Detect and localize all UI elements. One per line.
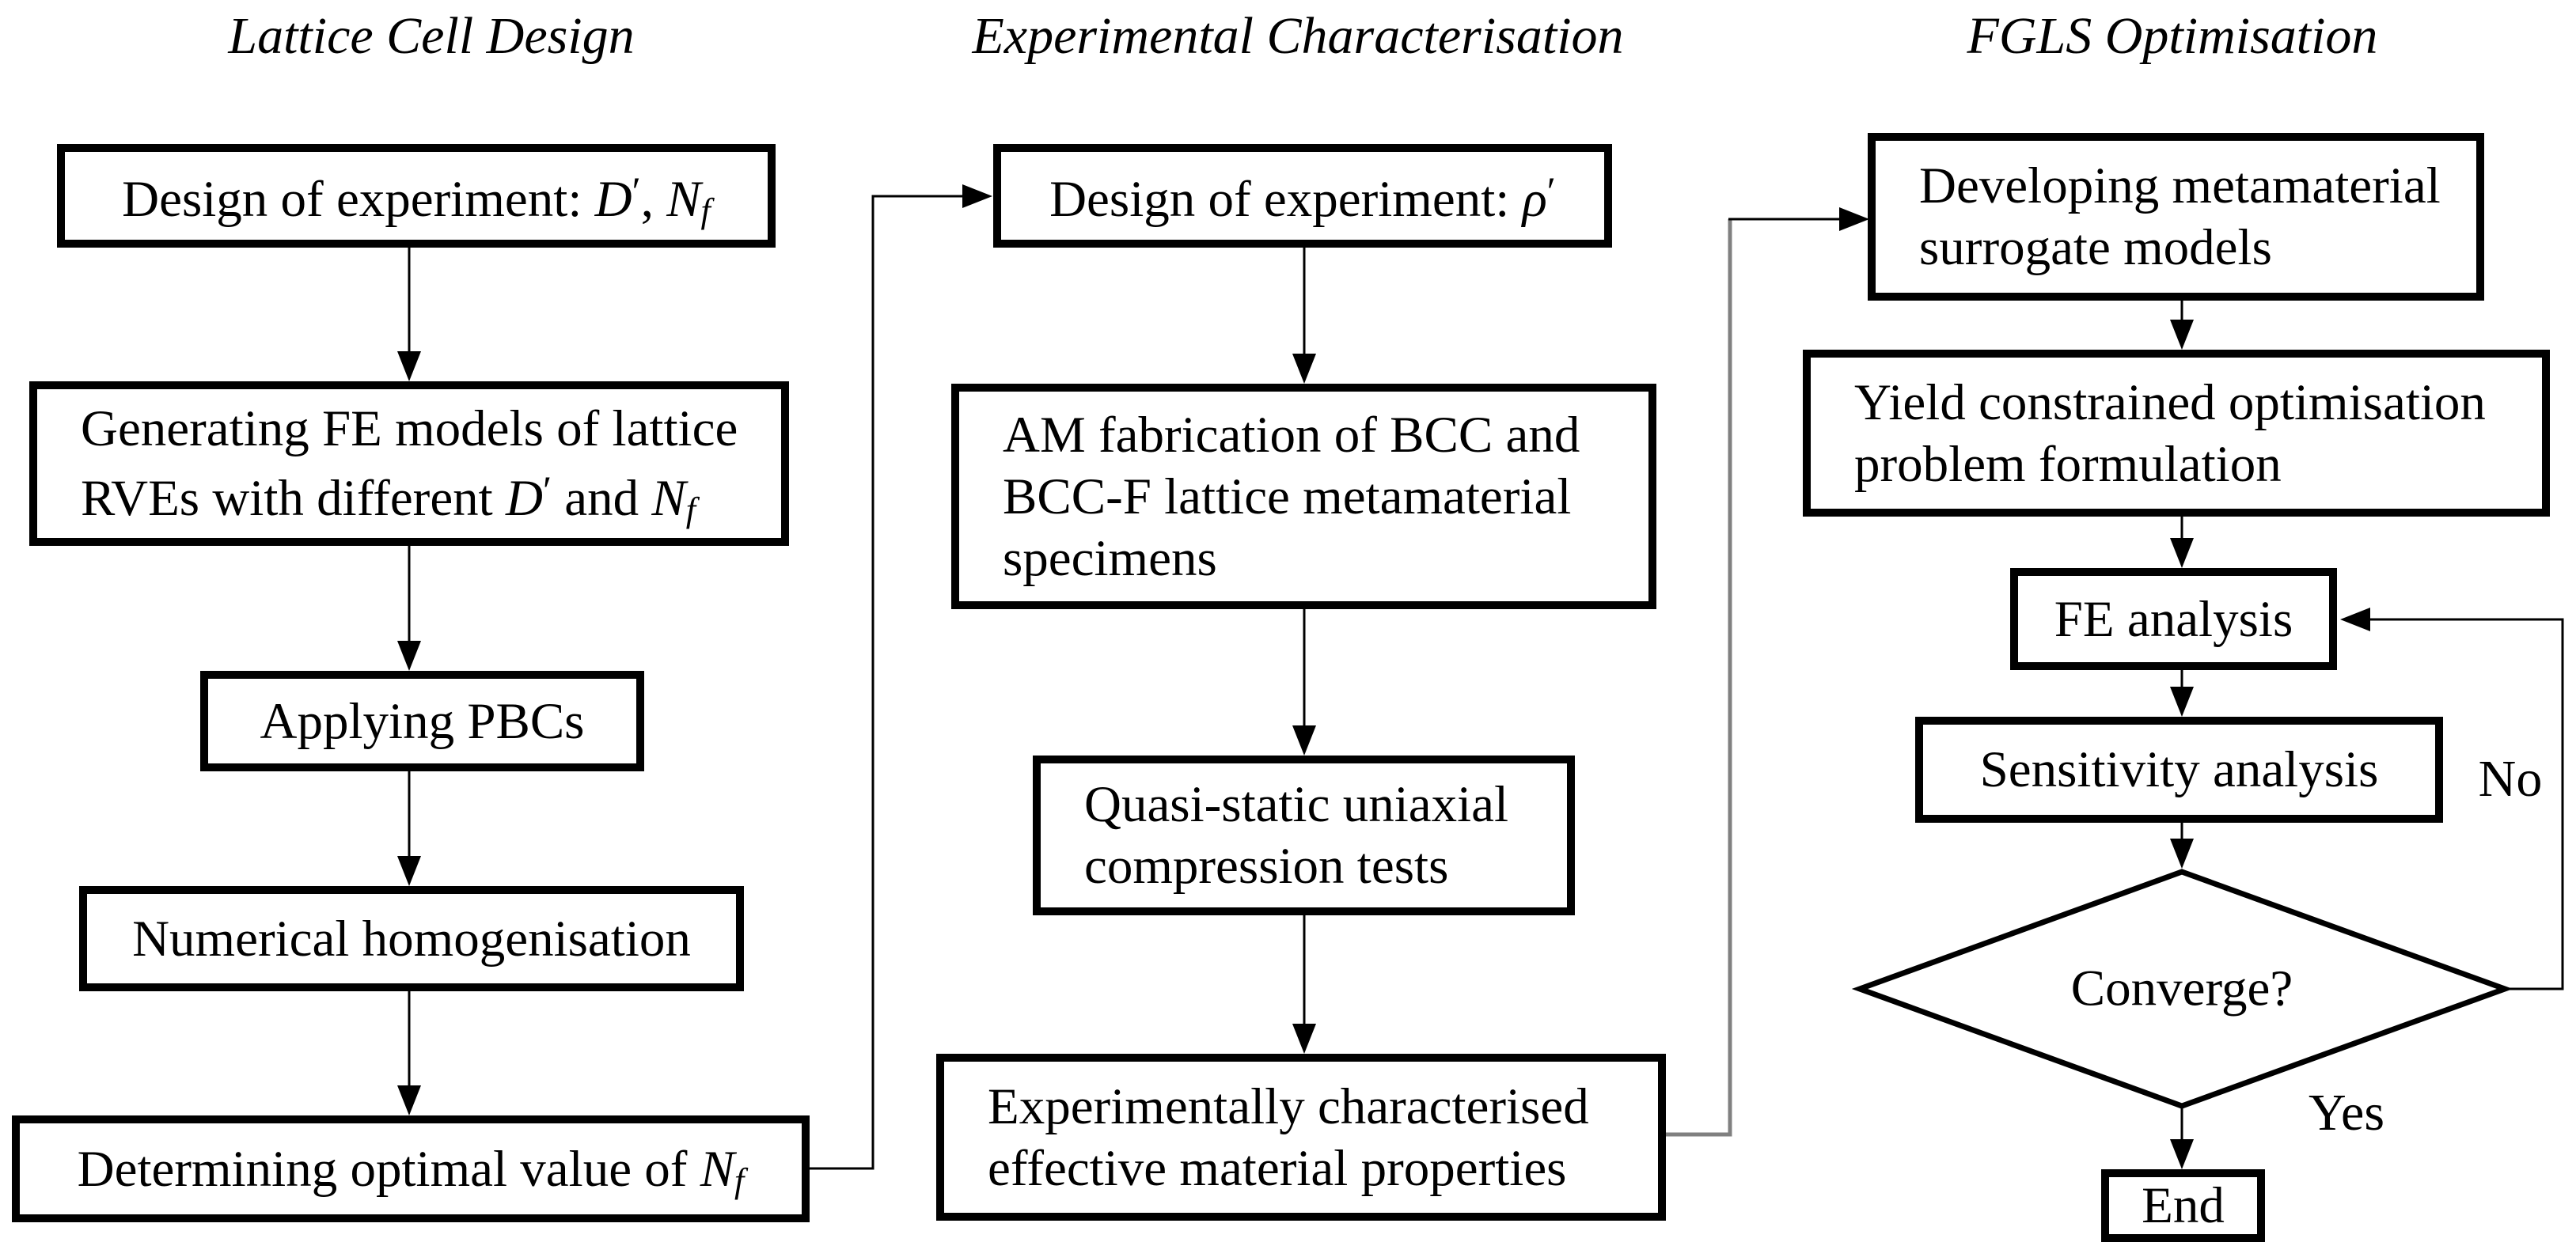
diamond-converge-label: Converge? [2070, 960, 2293, 1017]
text-segment: , [640, 171, 667, 229]
box-surrogate-models: Developing metamaterial surrogate models [1868, 133, 2484, 301]
box-numerical-homogenisation-text: Numerical homogenisation [132, 910, 691, 968]
text-line: surrogate models [1919, 219, 2272, 276]
box-doe-density: Design of experiment: ρ′ [993, 144, 1612, 248]
text-line: Generating FE models of lattice [81, 400, 738, 457]
label-yes: Yes [2308, 1084, 2385, 1142]
arrow-converge-to-end [2170, 1106, 2194, 1169]
text-line: specimens [1003, 529, 1217, 587]
text-line: Developing metamaterial [1919, 157, 2441, 214]
text-line: Experimentally characterised [988, 1077, 1589, 1135]
box-fe-analysis-text: FE analysis [2054, 590, 2293, 648]
arrow-pbcs-to-homogenisation [397, 771, 421, 886]
text-segment: and [552, 470, 652, 528]
text-segment: Design of experiment: [122, 171, 595, 229]
math-var-n: N [700, 1140, 735, 1198]
arrow-compression-to-properties [1292, 915, 1316, 1054]
box-applying-pbcs-text: Applying PBCs [260, 692, 585, 750]
arrow-surrogate-to-yield [2170, 301, 2194, 350]
box-generating-fe-models-text: Generating FE models of lattice RVEs wit… [81, 398, 738, 529]
box-yield-optimisation-text: Yield constrained optimisation problem f… [1854, 372, 2486, 495]
box-doe-lattice-text: Design of experiment: D′, Nf [122, 161, 711, 230]
box-doe-density-text: Design of experiment: ρ′ [1049, 161, 1556, 230]
box-determining-optimal-nf-text: Determining optimal value of Nf [78, 1138, 745, 1200]
math-sub-f: f [700, 191, 711, 231]
arrow-doe-to-generating [397, 248, 421, 381]
connector-properties-to-surrogate [1666, 207, 1869, 1137]
box-am-fabrication-text: AM fabrication of BCC and BCC-F lattice … [1003, 404, 1580, 589]
arrow-fe-to-sensitivity [2170, 670, 2194, 717]
math-var-n: N [666, 171, 701, 229]
arrow-yield-to-fe [2170, 517, 2194, 568]
text-line: Yield constrained optimisation [1854, 373, 2486, 431]
box-numerical-homogenisation: Numerical homogenisation [79, 886, 744, 991]
text-line: problem formulation [1854, 435, 2282, 493]
box-determining-optimal-nf: Determining optimal value of Nf [12, 1115, 810, 1222]
box-sensitivity-analysis: Sensitivity analysis [1915, 717, 2443, 823]
text-line: Quasi-static uniaxial [1084, 776, 1509, 833]
box-surrogate-models-text: Developing metamaterial surrogate models [1919, 155, 2441, 278]
box-material-properties: Experimentally characterised effective m… [936, 1054, 1666, 1221]
text-line: AM fabrication of BCC and [1003, 406, 1580, 464]
text-line: BCC-F lattice metamaterial [1003, 468, 1572, 525]
arrow-generating-to-pbcs [397, 546, 421, 671]
connector-no-loop [2340, 608, 2564, 990]
math-var-d: D [594, 171, 632, 229]
box-end-text: End [2142, 1177, 2225, 1234]
math-prime: ′ [542, 468, 552, 513]
box-compression-tests: Quasi-static uniaxial compression tests [1033, 756, 1575, 915]
box-material-properties-text: Experimentally characterised effective m… [988, 1076, 1589, 1199]
text-line: RVEs with different D′ and Nf [81, 460, 738, 529]
box-generating-fe-models: Generating FE models of lattice RVEs wit… [29, 381, 789, 546]
math-prime: ′ [632, 169, 641, 214]
connector-optimal-to-doe2 [810, 184, 992, 1170]
arrow-homogenisation-to-optimal [397, 991, 421, 1115]
box-fe-analysis: FE analysis [2010, 568, 2337, 670]
math-prime: ′ [1546, 169, 1556, 214]
arrow-doe2-to-fabrication [1292, 248, 1316, 384]
column-title-lattice-cell-design: Lattice Cell Design [228, 7, 635, 65]
box-am-fabrication: AM fabrication of BCC and BCC-F lattice … [951, 384, 1656, 609]
text-segment: RVEs with different [81, 470, 506, 528]
box-doe-lattice: Design of experiment: D′, Nf [57, 144, 776, 248]
label-no: No [2478, 750, 2543, 808]
math-var-d: D [505, 470, 543, 528]
box-compression-tests-text: Quasi-static uniaxial compression tests [1084, 774, 1508, 897]
math-var-rho: ρ [1522, 171, 1547, 229]
box-applying-pbcs: Applying PBCs [200, 671, 644, 771]
text-segment: Determining optimal value of [77, 1140, 700, 1198]
box-yield-optimisation: Yield constrained optimisation problem f… [1803, 350, 2550, 517]
text-line: effective material properties [988, 1139, 1567, 1197]
column-title-fgls-optimisation: FGLS Optimisation [1967, 7, 2378, 65]
column-title-experimental-characterisation: Experimental Characterisation [972, 7, 1624, 65]
math-sub-f: f [685, 490, 696, 530]
arrow-fabrication-to-compression [1292, 609, 1316, 756]
arrow-sensitivity-to-converge [2170, 823, 2194, 869]
box-end: End [2101, 1169, 2265, 1242]
text-line: compression tests [1084, 838, 1449, 895]
math-var-n: N [651, 470, 686, 528]
math-sub-f: f [734, 1161, 745, 1200]
text-segment: Design of experiment: [1049, 171, 1523, 229]
box-sensitivity-analysis-text: Sensitivity analysis [1979, 741, 2379, 798]
